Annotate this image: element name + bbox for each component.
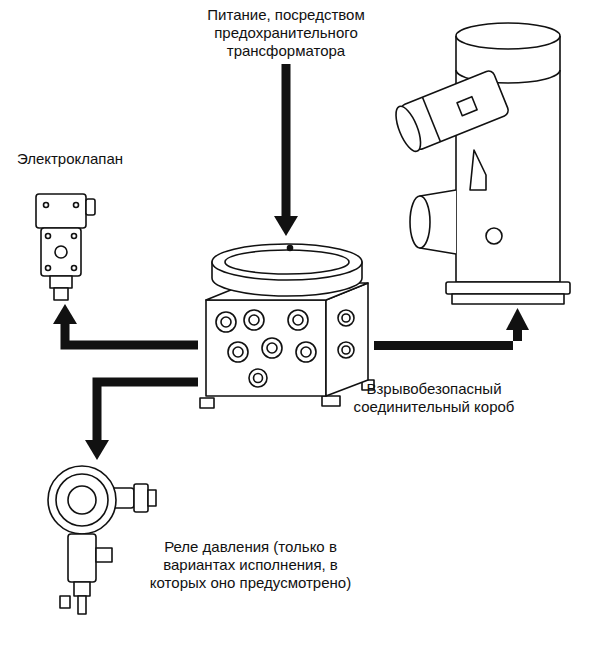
pressure-switch bbox=[48, 466, 156, 614]
connector-arrow bbox=[65, 324, 198, 345]
junction-box-node: Взрывобезопасный соединительный короб bbox=[198, 238, 374, 410]
connector-arrow bbox=[282, 64, 291, 216]
arrow-head bbox=[274, 216, 298, 236]
camera-arrow bbox=[374, 308, 529, 350]
power-label: Питание, посредством предохранительного … bbox=[196, 4, 376, 62]
node-label: Электроклапан bbox=[10, 150, 130, 168]
connector-arrow bbox=[97, 382, 198, 440]
node-label: Питание, посредством предохранительного … bbox=[196, 4, 376, 62]
arrow-head bbox=[53, 304, 77, 324]
solenoid-valve bbox=[36, 194, 95, 300]
camera-housing bbox=[391, 23, 570, 304]
node-label: Взрывобезопасный соединительный короб bbox=[350, 380, 518, 416]
arrow-head bbox=[85, 440, 109, 460]
junction-box bbox=[200, 244, 374, 408]
node-label: Реле давления (только в вариантах исполн… bbox=[148, 538, 353, 592]
pressure-switch-node: Реле давления (только в вариантах исполн… bbox=[36, 462, 158, 618]
valve-node: Электроклапан bbox=[25, 186, 105, 302]
